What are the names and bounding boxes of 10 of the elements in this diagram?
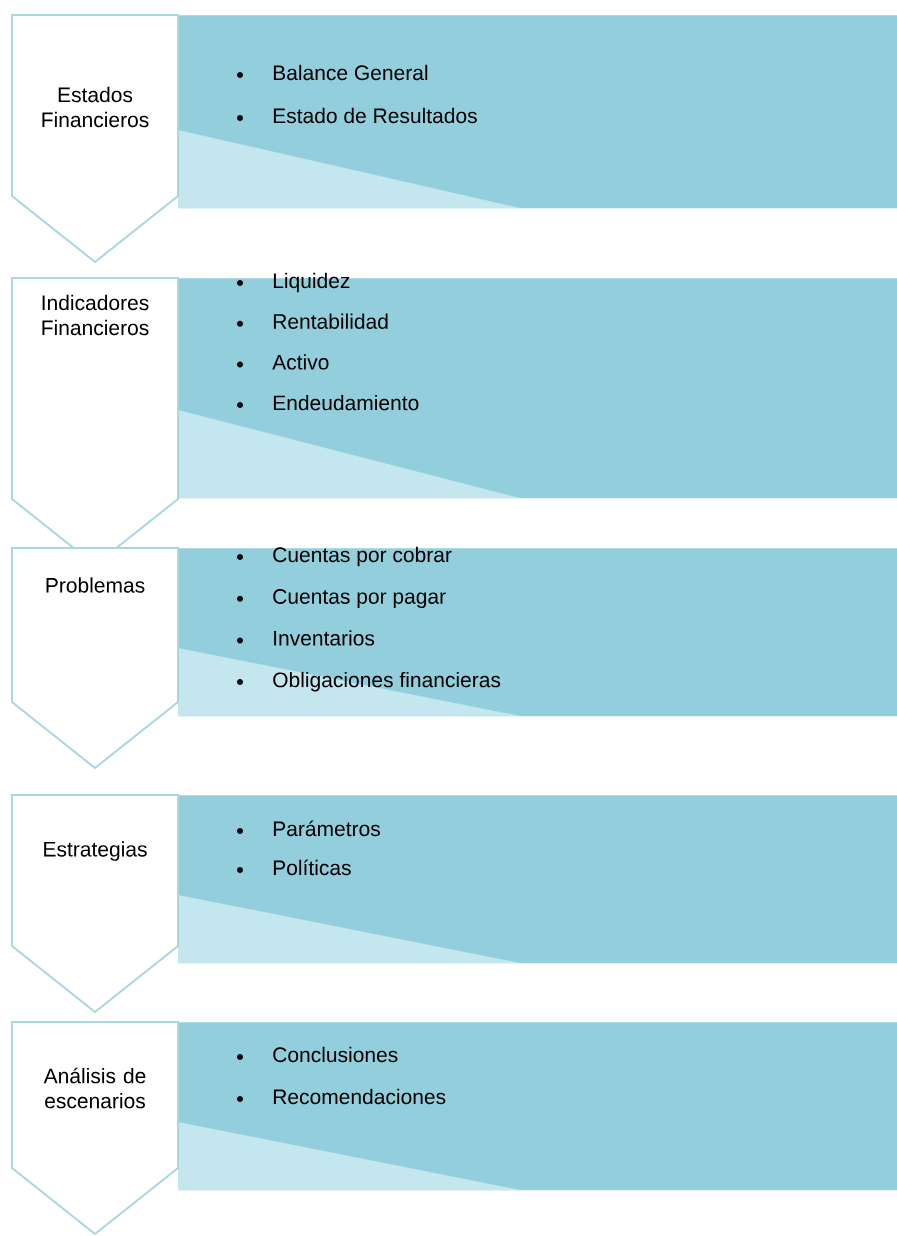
list-bar: Parámetros Políticas — [178, 795, 897, 964]
chevron-box: Análisis de escenarios — [11, 1021, 179, 1236]
chevron-box: Problemas — [11, 547, 179, 770]
list-bar: Liquidez Rentabilidad Activo Endeudamiento — [178, 272, 897, 499]
chevron-box: Estados Financieros — [11, 14, 179, 264]
list-bar: Conclusiones Recomendaciones — [178, 1022, 897, 1191]
list-bar: Cuentas por cobrar Cuentas por pagar Inventarios Obligaciones financieras — [178, 546, 897, 717]
list-bar: Balance General Estado de Resultados — [178, 15, 897, 209]
chevron-box: Indicadores Financieros — [11, 277, 179, 567]
chevron-box: Estrategias — [11, 794, 179, 1014]
